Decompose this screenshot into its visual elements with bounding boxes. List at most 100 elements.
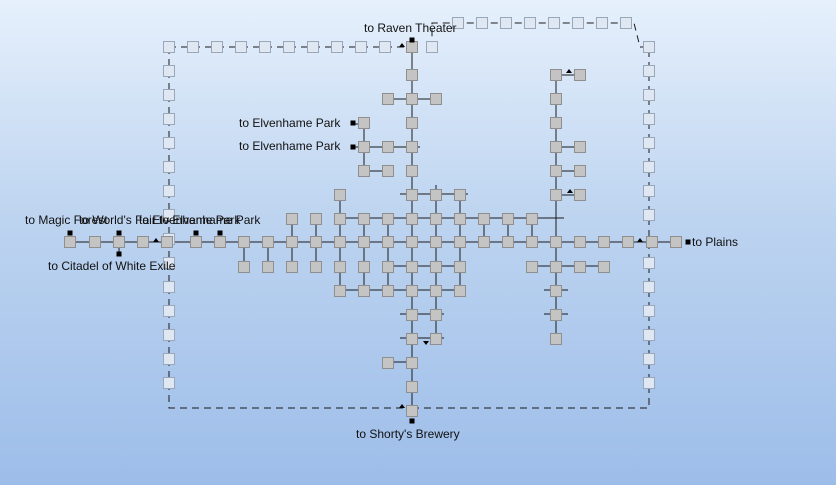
map-room-52[interactable] (430, 93, 442, 105)
map-room-11[interactable] (163, 65, 175, 77)
map-room-63[interactable] (430, 189, 442, 201)
map-room-39[interactable] (643, 161, 655, 173)
map-room-121[interactable] (454, 285, 466, 297)
map-room-131[interactable] (406, 381, 418, 393)
map-room-125[interactable] (550, 309, 562, 321)
map-room-110[interactable] (430, 261, 442, 273)
map-room-136[interactable] (550, 117, 562, 129)
map-room-130[interactable] (406, 357, 418, 369)
map-room-129[interactable] (382, 357, 394, 369)
map-room-14[interactable] (163, 137, 175, 149)
map-room-81[interactable] (190, 236, 202, 248)
map-room-66[interactable] (310, 213, 322, 225)
map-room-3[interactable] (235, 41, 247, 53)
map-room-6[interactable] (307, 41, 319, 53)
map-room-60[interactable] (406, 165, 418, 177)
map-room-30[interactable] (572, 17, 584, 29)
map-room-138[interactable] (574, 141, 586, 153)
map-room-46[interactable] (643, 353, 655, 365)
map-room-116[interactable] (334, 285, 346, 297)
map-room-53[interactable] (358, 117, 370, 129)
map-room-74[interactable] (502, 213, 514, 225)
map-room-55[interactable] (358, 141, 370, 153)
map-room-59[interactable] (382, 165, 394, 177)
map-room-7[interactable] (331, 41, 343, 53)
map-room-115[interactable] (598, 261, 610, 273)
map-room-124[interactable] (430, 309, 442, 321)
map-room-78[interactable] (113, 236, 125, 248)
map-room-135[interactable] (550, 93, 562, 105)
map-room-26[interactable] (476, 17, 488, 29)
map-room-43[interactable] (643, 281, 655, 293)
map-room-85[interactable] (286, 236, 298, 248)
map-room-97[interactable] (574, 236, 586, 248)
map-room-38[interactable] (643, 137, 655, 149)
map-room-100[interactable] (646, 236, 658, 248)
map-room-24[interactable] (163, 377, 175, 389)
map-room-109[interactable] (406, 261, 418, 273)
map-room-45[interactable] (643, 329, 655, 341)
map-room-12[interactable] (163, 89, 175, 101)
map-room-27[interactable] (500, 17, 512, 29)
map-room-42[interactable] (643, 257, 655, 269)
map-room-80[interactable] (161, 236, 173, 248)
map-room-48[interactable] (406, 41, 418, 53)
map-room-25[interactable] (452, 17, 464, 29)
map-room-68[interactable] (358, 213, 370, 225)
map-room-140[interactable] (574, 165, 586, 177)
map-room-75[interactable] (526, 213, 538, 225)
map-room-35[interactable] (643, 65, 655, 77)
map-room-2[interactable] (211, 41, 223, 53)
map-room-5[interactable] (283, 41, 295, 53)
map-room-72[interactable] (454, 213, 466, 225)
map-room-113[interactable] (550, 261, 562, 273)
map-room-114[interactable] (574, 261, 586, 273)
map-room-16[interactable] (163, 185, 175, 197)
map-room-36[interactable] (643, 89, 655, 101)
map-room-58[interactable] (358, 165, 370, 177)
map-room-127[interactable] (430, 333, 442, 345)
map-room-90[interactable] (406, 236, 418, 248)
map-room-23[interactable] (163, 353, 175, 365)
map-room-120[interactable] (430, 285, 442, 297)
map-room-141[interactable] (550, 189, 562, 201)
map-room-73[interactable] (478, 213, 490, 225)
map-room-84[interactable] (262, 236, 274, 248)
map-room-62[interactable] (406, 189, 418, 201)
map-room-104[interactable] (286, 261, 298, 273)
map-room-105[interactable] (310, 261, 322, 273)
map-room-44[interactable] (643, 305, 655, 317)
map-room-20[interactable] (163, 281, 175, 293)
map-room-134[interactable] (574, 69, 586, 81)
map-room-103[interactable] (262, 261, 274, 273)
map-room-61[interactable] (334, 189, 346, 201)
map-room-111[interactable] (454, 261, 466, 273)
map-room-96[interactable] (550, 236, 562, 248)
map-room-139[interactable] (550, 165, 562, 177)
map-room-133[interactable] (550, 69, 562, 81)
map-room-56[interactable] (382, 141, 394, 153)
map-room-50[interactable] (382, 93, 394, 105)
map-room-67[interactable] (334, 213, 346, 225)
map-room-95[interactable] (526, 236, 538, 248)
map-room-77[interactable] (89, 236, 101, 248)
map-room-40[interactable] (643, 185, 655, 197)
map-room-89[interactable] (382, 236, 394, 248)
map-room-28[interactable] (524, 17, 536, 29)
map-room-51[interactable] (406, 93, 418, 105)
map-room-1[interactable] (187, 41, 199, 53)
map-room-101[interactable] (670, 236, 682, 248)
map-room-83[interactable] (238, 236, 250, 248)
map-room-126[interactable] (406, 333, 418, 345)
map-room-132[interactable] (406, 405, 418, 417)
map-room-87[interactable] (334, 236, 346, 248)
map-room-32[interactable] (620, 17, 632, 29)
map-room-65[interactable] (286, 213, 298, 225)
map-room-9[interactable] (379, 41, 391, 53)
map-room-107[interactable] (358, 261, 370, 273)
map-room-41[interactable] (643, 209, 655, 221)
map-room-29[interactable] (548, 17, 560, 29)
map-room-8[interactable] (355, 41, 367, 53)
